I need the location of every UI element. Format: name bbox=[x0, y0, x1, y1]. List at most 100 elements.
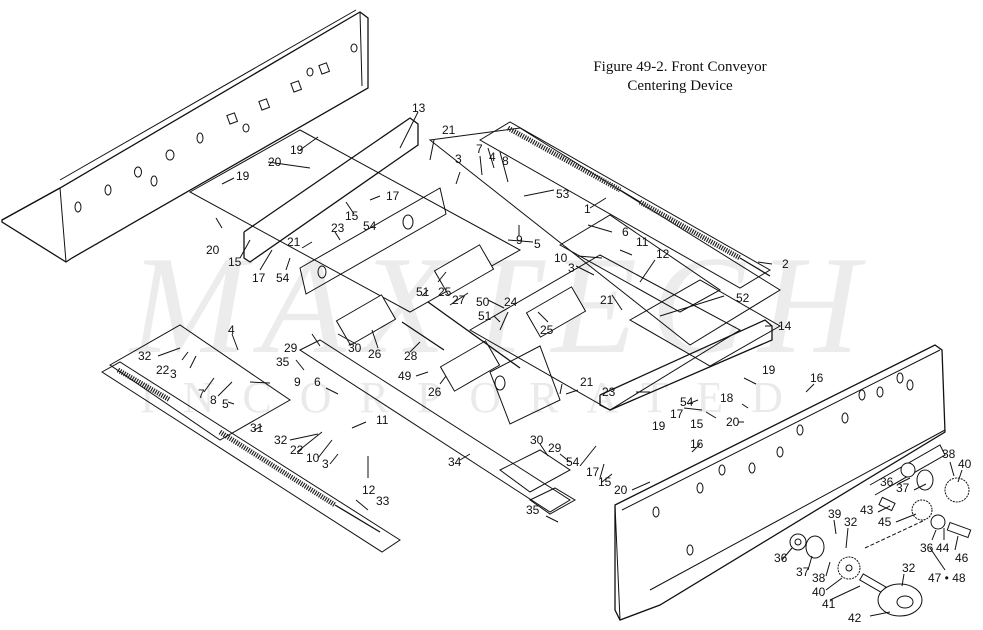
left-side-frame bbox=[1, 9, 369, 263]
figure-title-line2: Centering Device bbox=[627, 78, 733, 94]
callout-37: 37 bbox=[796, 565, 810, 579]
callout-33: 33 bbox=[376, 494, 390, 508]
hub-42 bbox=[877, 583, 923, 617]
callout-37: 37 bbox=[896, 481, 910, 495]
callout-40: 40 bbox=[958, 457, 972, 471]
callout-11: 11 bbox=[636, 235, 649, 249]
callout-36: 36 bbox=[880, 475, 894, 489]
callout-15: 15 bbox=[690, 417, 704, 431]
callout-29: 29 bbox=[284, 341, 298, 355]
callout-54: 54 bbox=[363, 219, 377, 233]
callout-17: 17 bbox=[386, 189, 400, 203]
callout-17: 17 bbox=[252, 271, 266, 285]
callout-22: 22 bbox=[290, 443, 304, 457]
callout-19: 19 bbox=[652, 419, 666, 433]
callout-39: 39 bbox=[828, 507, 842, 521]
callout-20: 20 bbox=[206, 243, 220, 257]
callout-15: 15 bbox=[598, 475, 612, 489]
callout-30: 30 bbox=[530, 433, 544, 447]
lower-slide-rail bbox=[298, 339, 576, 515]
callout-54: 54 bbox=[276, 271, 290, 285]
callout-53: 53 bbox=[556, 187, 570, 201]
callout-4: 4 bbox=[228, 323, 235, 337]
callout-16: 16 bbox=[690, 437, 704, 451]
cylinder-lower-right bbox=[439, 340, 501, 392]
callout-3: 3 bbox=[322, 457, 329, 471]
callout-2: 2 bbox=[782, 257, 789, 271]
callout-52: 52 bbox=[736, 291, 750, 305]
callout-17: 17 bbox=[586, 465, 600, 479]
callout-38: 38 bbox=[942, 447, 956, 461]
callout-24: 24 bbox=[504, 295, 518, 309]
callout-44: 44 bbox=[936, 541, 950, 555]
callout-7: 7 bbox=[198, 387, 205, 401]
callout-15: 15 bbox=[345, 209, 359, 223]
callout-5: 5 bbox=[222, 397, 229, 411]
callout-21: 21 bbox=[600, 293, 614, 307]
callout-19: 19 bbox=[290, 143, 304, 157]
figure-title: Figure 49-2. Front Conveyor Centering De… bbox=[560, 58, 800, 96]
callout-20: 20 bbox=[268, 155, 282, 169]
callout-8: 8 bbox=[210, 393, 217, 407]
callout-20: 20 bbox=[614, 483, 628, 497]
callout-6: 6 bbox=[622, 225, 629, 239]
callout-21: 21 bbox=[442, 123, 456, 137]
cylinder-upper-left bbox=[433, 244, 495, 296]
callout-17: 17 bbox=[670, 407, 684, 421]
callout-32: 32 bbox=[274, 433, 288, 447]
cylinder-upper-right bbox=[525, 286, 587, 338]
sprocket-40-upper bbox=[944, 477, 970, 503]
callout-3: 3 bbox=[170, 367, 177, 381]
callout-40: 40 bbox=[812, 585, 826, 599]
callout-3: 3 bbox=[455, 152, 462, 166]
callout-32: 32 bbox=[138, 349, 152, 363]
callout-labels: 13 19 20 19 20 15 15 17 17 54 54 21 21 2… bbox=[138, 101, 972, 625]
flange-37 bbox=[805, 535, 825, 559]
threaded-shaft-upper bbox=[479, 121, 771, 289]
sprocket-40-lower bbox=[837, 556, 861, 580]
callout-1: 1 bbox=[584, 202, 591, 216]
callout-41: 41 bbox=[822, 597, 836, 611]
callout-4: 4 bbox=[489, 150, 496, 164]
callout-25: 25 bbox=[438, 285, 452, 299]
callout-26: 26 bbox=[368, 347, 382, 361]
callout-26: 26 bbox=[428, 385, 442, 399]
right-side-frame bbox=[614, 344, 946, 621]
bearing-36-upper bbox=[900, 462, 916, 478]
callout-32: 32 bbox=[902, 561, 916, 575]
callout-25: 25 bbox=[540, 323, 554, 337]
callout-23: 23 bbox=[331, 221, 345, 235]
callout-3: 3 bbox=[568, 261, 575, 275]
drive-assembly bbox=[789, 462, 972, 617]
callout-5: 5 bbox=[534, 237, 541, 251]
callout-29: 29 bbox=[548, 441, 562, 455]
callout-19: 19 bbox=[236, 169, 250, 183]
callout-21: 21 bbox=[287, 235, 301, 249]
callout-42: 42 bbox=[848, 611, 862, 625]
callout-30: 30 bbox=[348, 341, 362, 355]
callout-22: 22 bbox=[156, 363, 170, 377]
callout-35: 35 bbox=[276, 355, 290, 369]
callout-11: 11 bbox=[376, 413, 389, 427]
callout-21: 21 bbox=[580, 375, 594, 389]
callout-12: 12 bbox=[362, 483, 376, 497]
callout-15: 15 bbox=[228, 255, 242, 269]
bearing-36 bbox=[789, 533, 807, 551]
threaded-shaft-lower bbox=[101, 324, 401, 553]
chain-47-48 bbox=[864, 519, 926, 549]
callout-51: 51 bbox=[478, 309, 492, 323]
callout-23: 23 bbox=[602, 385, 616, 399]
callout-49: 49 bbox=[398, 369, 412, 383]
callout-10: 10 bbox=[306, 451, 320, 465]
callout-9: 9 bbox=[294, 375, 301, 389]
callout-47-48: 47 • 48 bbox=[928, 571, 966, 585]
callout-36: 36 bbox=[774, 551, 788, 565]
callout-7: 7 bbox=[476, 142, 483, 156]
callout-16: 16 bbox=[810, 371, 824, 385]
callout-28: 28 bbox=[404, 349, 418, 363]
callout-27: 27 bbox=[452, 293, 466, 307]
callout-35: 35 bbox=[526, 503, 540, 517]
callout-32: 32 bbox=[844, 515, 858, 529]
